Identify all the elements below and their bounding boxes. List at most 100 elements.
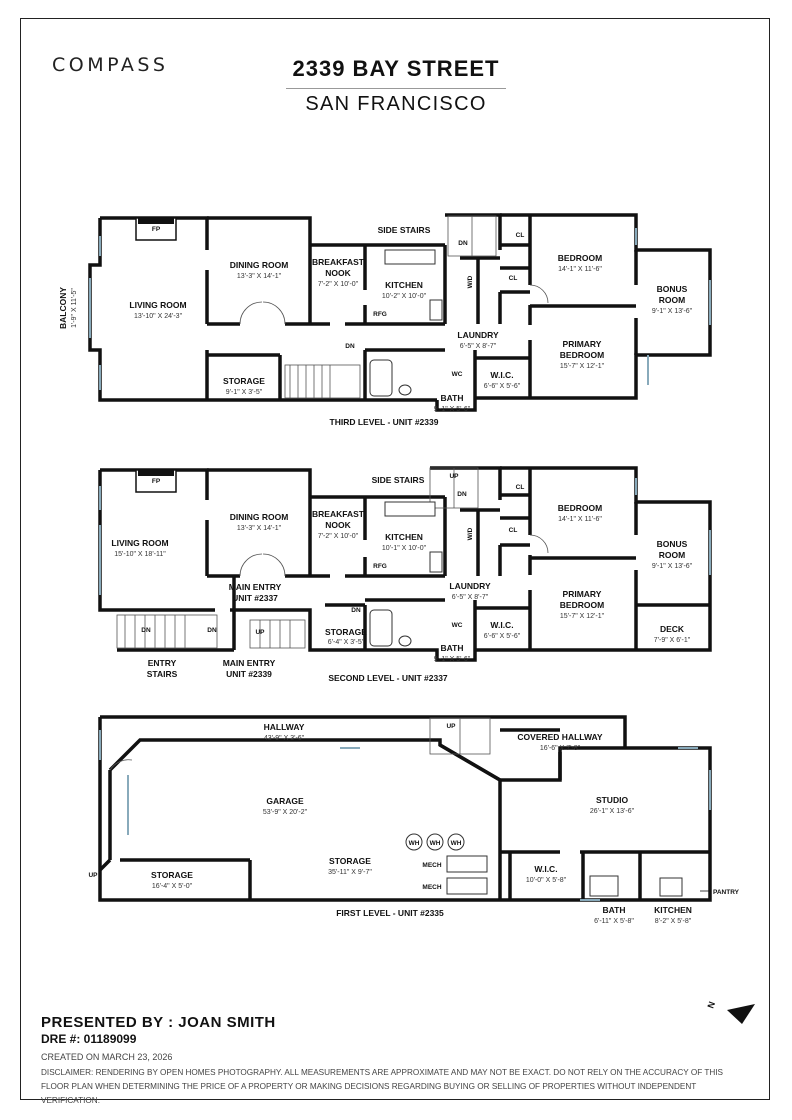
first-water-heater-label-2: WH xyxy=(430,840,441,847)
second-wd-label: W/D xyxy=(467,527,474,540)
third-closet-label-2: CL xyxy=(509,275,518,282)
third-laundry-label: LAUNDRY xyxy=(457,330,499,340)
second-kitchen-label: KITCHEN xyxy=(385,532,423,542)
second-entry-stairs-label-1: ENTRY xyxy=(148,658,177,668)
first-bath-dim: 6'-11" X 5'-8" xyxy=(594,918,634,925)
second-closet-label-2: CL xyxy=(509,527,518,534)
first-wic-dim: 10'-0" X 5'-8" xyxy=(526,877,567,884)
third-level-labels: SIDE STAIRS FP BALCONY 1'-9" X 11'-5" LI… xyxy=(58,225,693,427)
brand-logo: COMPASS xyxy=(52,54,169,76)
title-divider xyxy=(286,88,506,89)
property-address: 2339 BAY STREET xyxy=(292,56,500,81)
first-kitchen-dim: 8'-2" X 5'-8" xyxy=(655,918,692,925)
third-bonus-label-2: ROOM xyxy=(659,295,685,305)
first-hallway-label: HALLWAY xyxy=(264,722,305,732)
created-date: CREATED ON MARCH 23, 2026 xyxy=(41,1052,173,1062)
second-living-room-dim: 15'-10" X 18'-11" xyxy=(114,551,166,558)
second-main-entry-2337-label: MAIN ENTRY xyxy=(229,582,282,592)
third-bath-dim: 9'-1" X 5'-6" xyxy=(434,406,471,413)
stairs xyxy=(116,215,497,755)
second-wic-label: W.I.C. xyxy=(490,620,513,630)
first-storage-dim: 35'-11" X 9'-7" xyxy=(328,869,372,876)
second-stairs-up-label: UP xyxy=(449,473,459,480)
first-stairs-up-label: UP xyxy=(446,723,456,730)
first-covered-hallway-label: COVERED HALLWAY xyxy=(517,732,603,742)
third-fp-label: FP xyxy=(152,226,161,233)
third-storage-dim: 9'-1" X 3'-5" xyxy=(226,389,263,396)
second-fp-label: FP xyxy=(152,478,161,485)
first-studio-dim: 26'-1" X 13'-6" xyxy=(590,808,635,815)
first-level-labels: HALLWAY 43'-9" X 3'-6" UP COVERED HALLWA… xyxy=(88,722,739,925)
second-main-entry-2339-label: MAIN ENTRY xyxy=(223,658,276,668)
second-laundry-label: LAUNDRY xyxy=(449,581,491,591)
second-nook-label-1: BREAKFAST xyxy=(312,509,365,519)
third-primary-dim: 15'-7" X 12'-1" xyxy=(560,363,605,370)
third-dining-room-label: DINING ROOM xyxy=(230,260,289,270)
second-dining-room-dim: 13'-3" X 14'-1" xyxy=(237,525,282,532)
third-bonus-dim: 9'-1" X 13'-6" xyxy=(652,308,693,315)
second-dining-room-label: DINING ROOM xyxy=(230,512,289,522)
third-living-room-dim: 13'-10" X 24'-3" xyxy=(134,313,183,320)
third-bonus-label-1: BONUS xyxy=(657,284,688,294)
second-main-entry-2339-unit: UNIT #2339 xyxy=(226,669,272,679)
page-border xyxy=(20,18,770,1100)
third-primary-label-2: BEDROOM xyxy=(560,350,604,360)
second-primary-dim: 15'-7" X 12'-1" xyxy=(560,613,605,620)
third-wic-dim: 6'-6" X 5'-6" xyxy=(484,383,521,390)
second-bonus-label-2: ROOM xyxy=(659,550,685,560)
north-letter: N xyxy=(705,1000,717,1010)
second-bedroom-dim: 14'-1" X 11'-6" xyxy=(558,516,602,523)
first-garage-dim: 53'-9" X 20'-2" xyxy=(263,809,308,816)
second-kitchen-dim: 10'-1" X 10'-0" xyxy=(382,545,427,552)
fixtures xyxy=(369,249,683,897)
north-arrow-icon: N xyxy=(705,1000,755,1024)
second-stairs-dn-label: DN xyxy=(457,491,467,498)
first-wic-label: W.I.C. xyxy=(534,864,557,874)
third-kitchen-label: KITCHEN xyxy=(385,280,423,290)
first-mech-label-1: MECH xyxy=(422,862,441,869)
third-dining-room-dim: 13'-3" X 14'-1" xyxy=(237,273,282,280)
third-level-title: THIRD LEVEL - UNIT #2339 xyxy=(330,417,439,427)
first-storage-small-dim: 16'-4" X 5'-0" xyxy=(152,883,193,890)
second-entry-dn-label-2: DN xyxy=(207,627,217,634)
second-bonus-label-1: BONUS xyxy=(657,539,688,549)
third-wd-label: W/D xyxy=(467,275,474,288)
second-nook-dim: 7'-2" X 10'-0" xyxy=(318,533,359,540)
third-primary-label-1: PRIMARY xyxy=(563,339,602,349)
third-balcony-dim: 1'-9" X 11'-5" xyxy=(71,288,78,328)
third-storage-label: STORAGE xyxy=(223,376,265,386)
second-wc-label: WC xyxy=(452,622,463,629)
third-wc-label: WC xyxy=(452,371,463,378)
third-stairs-dn-label: DN xyxy=(458,240,468,247)
third-rfg-label: RFG xyxy=(373,311,387,318)
first-kitchen-label: KITCHEN xyxy=(654,905,692,915)
third-kitchen-dim: 10'-2" X 10'-0" xyxy=(382,293,427,300)
second-level-title: SECOND LEVEL - UNIT #2337 xyxy=(328,673,448,683)
second-main-entry-2337-unit: UNIT #2337 xyxy=(232,593,278,603)
windows xyxy=(89,228,711,901)
second-side-stairs-label: SIDE STAIRS xyxy=(372,475,425,485)
third-bath-label: BATH xyxy=(441,393,464,403)
first-level-title: FIRST LEVEL - UNIT #2335 xyxy=(336,908,444,918)
second-nook-label-2: NOOK xyxy=(325,520,351,530)
third-nook-label-2: NOOK xyxy=(325,268,351,278)
property-city: SAN FRANCISCO xyxy=(305,93,487,115)
disclaimer-text: DISCLAIMER: RENDERING BY OPEN HOMES PHOT… xyxy=(41,1068,723,1105)
first-studio-label: STUDIO xyxy=(596,795,629,805)
second-entry-up-label: UP xyxy=(255,629,265,636)
second-storage-label: STORAGE xyxy=(325,627,367,637)
first-mech-label-2: MECH xyxy=(422,884,441,891)
second-storage-dim: 6'-4" X 3'-5" xyxy=(328,639,365,646)
first-garage-label: GARAGE xyxy=(266,796,304,806)
first-pantry-label: PANTRY xyxy=(713,889,740,896)
third-living-room-label: LIVING ROOM xyxy=(129,300,186,310)
second-storage-dn-label: DN xyxy=(351,607,361,614)
third-closet-label-1: CL xyxy=(516,232,525,239)
third-level-walls xyxy=(88,213,712,412)
second-living-room-label: LIVING ROOM xyxy=(111,538,168,548)
first-water-heater-label-3: WH xyxy=(451,840,462,847)
first-hallway-dim: 43'-9" X 3'-6" xyxy=(264,735,305,742)
second-closet-label-1: CL xyxy=(516,484,525,491)
second-entry-stairs-label-2: STAIRS xyxy=(147,669,178,679)
second-primary-label-2: BEDROOM xyxy=(560,600,604,610)
